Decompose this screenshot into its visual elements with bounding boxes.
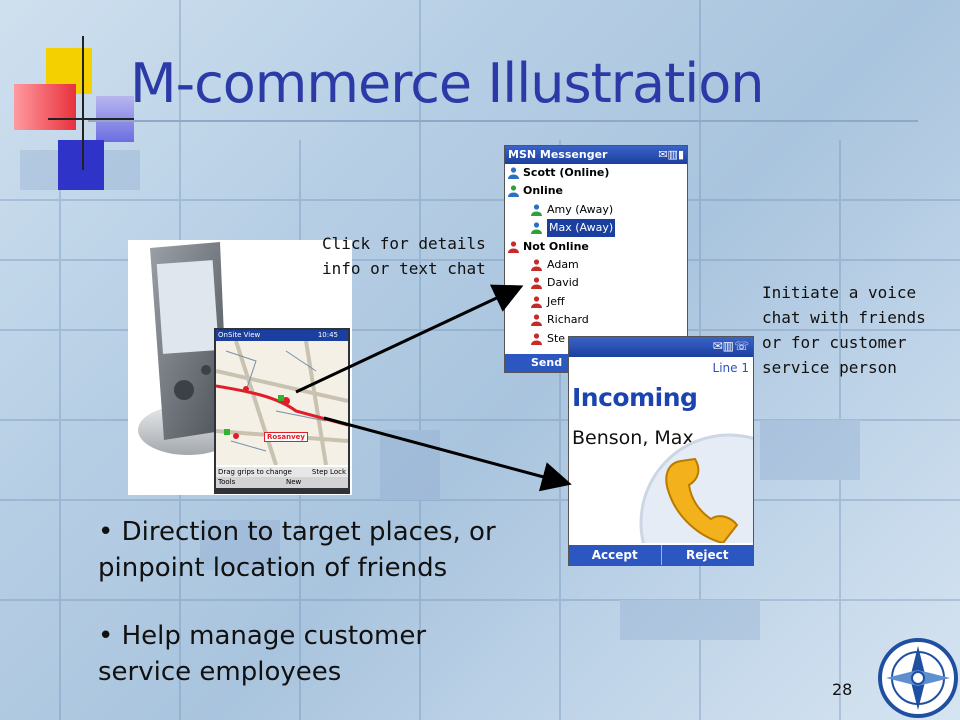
reject-button[interactable]: Reject	[660, 545, 754, 565]
slide-title: M-commerce Illustration	[130, 52, 765, 115]
bullet-text: Help manage customer service employees	[98, 621, 427, 687]
caller-name: Benson, Max	[572, 427, 694, 449]
pda-map	[216, 340, 348, 466]
person-offline-icon	[531, 296, 542, 308]
logo-line-vertical	[82, 36, 84, 170]
arrow-to-messenger	[295, 284, 524, 394]
msn-contact-label: Max (Away)	[547, 219, 616, 238]
msn-group-online-label: Online	[523, 184, 564, 198]
compass-icon	[878, 638, 958, 718]
msn-status-icons: ✉▥▮	[658, 148, 684, 161]
msn-contact-row[interactable]: Jeff	[505, 293, 687, 311]
pda-photo: OnSite View 10:45 Rosanvey Dr	[128, 240, 352, 495]
msn-group-online[interactable]: Online	[505, 182, 687, 200]
caption-details: Click for details info or text chat	[322, 234, 486, 278]
caption-voice: Initiate a voice chat with friends or fo…	[762, 283, 926, 377]
msn-contact-row-selected[interactable]: Max (Away)	[505, 219, 687, 238]
title-underline	[88, 120, 918, 122]
msn-contact-label: David	[547, 276, 579, 290]
person-away-icon	[531, 222, 542, 235]
msn-group-offline[interactable]: Not Online	[505, 238, 687, 256]
page-number: 28	[832, 680, 853, 699]
msn-user-name: Scott (Online)	[523, 166, 610, 179]
msn-contact-row[interactable]: David	[505, 274, 687, 292]
call-softkey-bar: Accept Reject	[569, 545, 753, 565]
logo-square-blue	[58, 140, 104, 190]
person-offline-icon	[531, 277, 542, 290]
person-online-icon	[508, 185, 519, 198]
msn-contact-label: Jeff	[547, 294, 565, 308]
logo-square-red	[14, 84, 76, 130]
msn-contact-row[interactable]: Ste	[505, 330, 687, 348]
msn-contact-row[interactable]: Richard	[505, 311, 687, 329]
msn-contact-label: Ste	[547, 331, 566, 345]
accept-button[interactable]: Accept	[591, 548, 638, 562]
person-away-icon	[531, 204, 542, 216]
msn-contact-label: Amy (Away)	[547, 202, 614, 216]
bullet-item: • Direction to target places, or pinpoin…	[98, 514, 558, 586]
msn-user-row[interactable]: Scott (Online)	[505, 164, 687, 182]
call-status-label: Incoming	[572, 383, 698, 412]
msn-send-button[interactable]: Send	[531, 356, 563, 369]
pda-toolbar-tools: Tools	[218, 478, 236, 486]
call-status-icons: ✉▥☏	[712, 339, 749, 353]
msn-titlebar: MSN Messenger ✉▥▮	[505, 146, 687, 164]
phone-icon	[639, 433, 753, 543]
pda-screen-titlebar: OnSite View 10:45	[216, 330, 348, 341]
bullet-dot: •	[98, 517, 122, 547]
bullet-item: • Help manage customer service employees	[98, 618, 498, 690]
logo-line-horizontal	[48, 118, 134, 120]
pda-screen-time: 10:45	[317, 331, 338, 339]
pda-footer: Drag grips to change Step Lock	[216, 467, 348, 477]
bullet-dot: •	[98, 621, 122, 651]
arrow-to-call	[323, 416, 572, 492]
msn-contact-label: Adam	[547, 257, 579, 271]
person-offline-icon	[508, 240, 519, 253]
pda-map-label: Rosanvey	[264, 432, 308, 442]
person-offline-icon	[531, 314, 542, 327]
msn-contact-label: Richard	[547, 313, 589, 327]
pda-footer-left: Drag grips to change	[218, 468, 292, 476]
msn-contact-row[interactable]: Adam	[505, 256, 687, 274]
call-titlebar: ✉▥☏	[569, 337, 753, 357]
person-offline-icon	[531, 332, 542, 345]
pda-footer-right: Step Lock	[311, 468, 346, 476]
call-line-label: Line 1	[712, 361, 749, 375]
msn-messenger-window[interactable]: MSN Messenger ✉▥▮ Scott (Online) Online …	[504, 145, 688, 373]
msn-title: MSN Messenger	[508, 148, 608, 161]
incoming-call-window[interactable]: ✉▥☏ Line 1 Incoming Benson, Max m Accept…	[568, 336, 754, 566]
pda-toolbar-new: New	[286, 478, 302, 486]
pda-screen-title: OnSite View	[218, 331, 261, 339]
msn-group-offline-label: Not Online	[523, 239, 589, 253]
bullet-text: Direction to target places, or pinpoint …	[98, 517, 496, 583]
person-icon	[508, 167, 519, 179]
pda-screen: OnSite View 10:45 Rosanvey Dr	[216, 330, 348, 488]
msn-contact-row[interactable]: Amy (Away)	[505, 201, 687, 219]
person-offline-icon	[531, 259, 542, 271]
pda-toolbar: Tools New	[216, 477, 348, 488]
